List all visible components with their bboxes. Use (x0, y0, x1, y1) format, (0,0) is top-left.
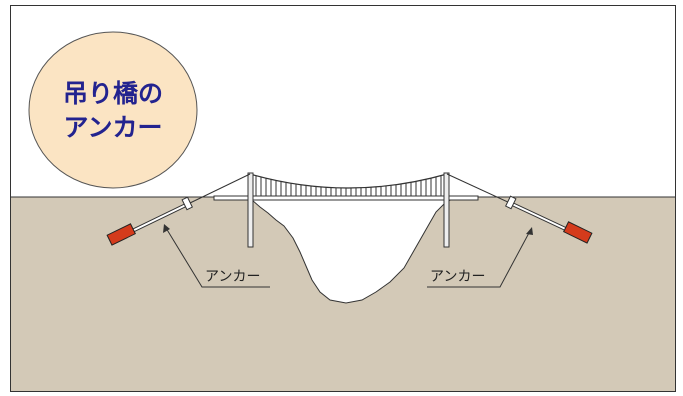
anchor-plate-left (181, 196, 193, 211)
tower-left (247, 172, 254, 248)
anchor-label-right: アンカー (430, 269, 485, 285)
valley-outline (251, 198, 453, 304)
bridge-deck (213, 195, 479, 201)
backstay-cable-right (446, 173, 511, 204)
suspension-bridge (189, 172, 511, 248)
leader-arrow-left (163, 224, 170, 233)
anchor-label-left: アンカー (205, 269, 260, 285)
leader-line-left (165, 227, 270, 288)
anchor-left (106, 196, 193, 246)
anchor-right (505, 195, 593, 244)
hangers (255, 175, 442, 196)
anchor-plate-right (505, 195, 517, 210)
title-line-2: アンカー (63, 113, 162, 142)
title-line-1: 吊り橋の (63, 79, 163, 108)
main-cable (249, 173, 448, 189)
leader-arrow-right (526, 227, 533, 235)
title-bubble (28, 31, 198, 189)
backstay-cable-left (189, 173, 251, 204)
anchor-block-right (563, 221, 593, 244)
anchor-block-left (106, 223, 136, 246)
leader-line-right (427, 230, 531, 288)
tower-right (443, 172, 450, 248)
